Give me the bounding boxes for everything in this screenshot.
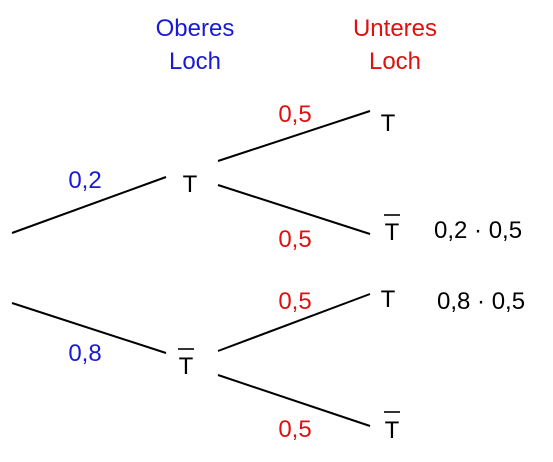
branches bbox=[11, 110, 371, 427]
header-upper-line1: Oberes bbox=[156, 15, 235, 42]
branch-Tbar-to-Tbar bbox=[217, 374, 371, 427]
branch-Tbar-to-T bbox=[217, 293, 371, 352]
node-stage1-T: T bbox=[183, 171, 198, 198]
header-lower-line1: Unteres bbox=[353, 15, 437, 42]
product-T-Tbar: 0,2 · 0,5 bbox=[434, 217, 522, 244]
leaf-TTbar: T bbox=[384, 214, 400, 246]
node-stage1-Tbar-letter: T bbox=[179, 353, 194, 380]
node-stage1-Tbar: T bbox=[178, 348, 194, 380]
header-lower-line2: Loch bbox=[369, 48, 421, 75]
branch-start-to-T bbox=[11, 176, 167, 234]
branch-start-to-Tbar bbox=[11, 302, 167, 354]
leaf-TTbar-letter: T bbox=[385, 219, 400, 246]
leaf-TbarTbar: T bbox=[384, 411, 400, 444]
prob-T-T: 0,5 bbox=[278, 101, 311, 128]
branch-T-to-Tbar bbox=[217, 184, 371, 235]
branch-T-to-T bbox=[217, 110, 371, 162]
prob-Tbar-Tbar: 0,5 bbox=[278, 416, 311, 443]
header-upper-line2: Loch bbox=[169, 48, 221, 75]
prob-stage1-Tbar: 0,8 bbox=[68, 340, 101, 367]
product-Tbar-T: 0,8 · 0,5 bbox=[437, 288, 525, 315]
prob-Tbar-T: 0,5 bbox=[278, 288, 311, 315]
leaf-TbarT: T bbox=[381, 286, 396, 313]
prob-stage1-T: 0,2 bbox=[68, 167, 101, 194]
prob-T-Tbar: 0,5 bbox=[278, 226, 311, 253]
leaf-TT: T bbox=[381, 110, 396, 137]
leaf-TbarTbar-letter: T bbox=[385, 417, 400, 444]
